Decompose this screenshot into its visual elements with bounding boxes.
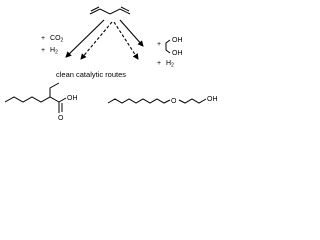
arrow-right-dashed: [113, 21, 139, 60]
reagent-co2: + CO2: [41, 35, 64, 44]
reagent-h2-left: + H2: [41, 47, 58, 56]
ether-oh-label: OH: [207, 96, 218, 103]
acid-oh-label: OH: [67, 95, 78, 102]
glycol-oh-top: OH: [172, 37, 183, 44]
ether-o-label: O: [171, 98, 177, 105]
svg-text:+ CO2: + CO2: [41, 35, 64, 44]
butadiene-structure: [89, 6, 131, 15]
svg-text:+ H2: + H2: [41, 47, 58, 56]
arrow-left-dashed: [80, 21, 113, 60]
glycol-oh-bottom: OH: [172, 50, 183, 57]
acid-o-label: O: [58, 115, 64, 122]
svg-text:+ H2: + H2: [157, 60, 174, 69]
product-ethylhexanoic-acid: OH O: [4, 82, 78, 122]
arrow-right-solid: [119, 19, 144, 47]
reagent-ethylene-glycol: + OH OH: [157, 37, 183, 57]
reagent-h2-right: + H2: [157, 60, 174, 69]
arrow-left-solid: [65, 19, 105, 58]
reaction-scheme: + CO2 + H2 + OH OH + H2 clean catalytic …: [4, 6, 218, 122]
product-octyl-glycol-ether: O OH: [107, 96, 218, 105]
caption-clean-catalytic-routes: clean catalytic routes: [56, 70, 126, 79]
svg-text:+: +: [157, 41, 161, 48]
